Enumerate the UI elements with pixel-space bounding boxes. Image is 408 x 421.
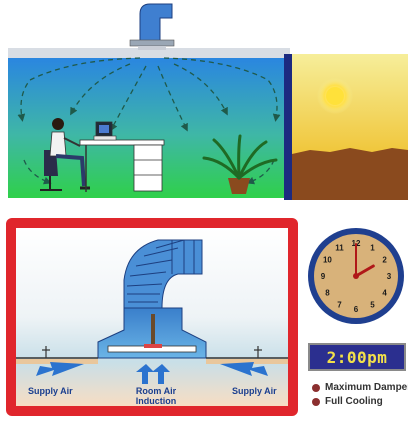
- legend-label: Maximum Damper: [325, 382, 408, 393]
- clock-center: [353, 273, 359, 279]
- legend-item-maximum-damper: Maximum Damper: [312, 382, 408, 393]
- legend-item-full-cooling: Full Cooling: [312, 396, 408, 407]
- clock-icon: 121234567891011: [306, 226, 406, 326]
- label-induction: Induction: [136, 396, 177, 406]
- label-supply-air-right: Supply Air: [232, 386, 277, 396]
- clock-number: 11: [335, 243, 344, 252]
- clock-number: 9: [321, 272, 326, 281]
- label-room-air: Room Air: [136, 386, 177, 396]
- clock-number: 10: [323, 256, 332, 265]
- legend-label: Full Cooling: [325, 396, 383, 407]
- room-wall: [284, 54, 292, 200]
- ceiling-duct: [130, 4, 174, 50]
- time-display: 2:00pm: [308, 343, 406, 371]
- clock-number: 3: [387, 272, 392, 281]
- clock-number: 6: [354, 305, 359, 314]
- office-airflow-scene: [0, 0, 408, 210]
- label-supply-air-left: Supply Air: [28, 386, 73, 396]
- desert-ground: [292, 148, 408, 200]
- legend-bullet: [312, 384, 320, 392]
- clock-number: 7: [337, 301, 342, 310]
- clock-number: 8: [325, 289, 330, 298]
- clock-number: 2: [382, 256, 387, 265]
- clock-number: 4: [382, 289, 387, 298]
- legend-bullet: [312, 398, 320, 406]
- vav-diffuser-diagram: Supply Air Room Air Induction Supply Air: [6, 218, 298, 416]
- time-text: 2:00pm: [327, 348, 388, 367]
- clock-number: 5: [370, 301, 375, 310]
- clock-number: 1: [370, 243, 375, 252]
